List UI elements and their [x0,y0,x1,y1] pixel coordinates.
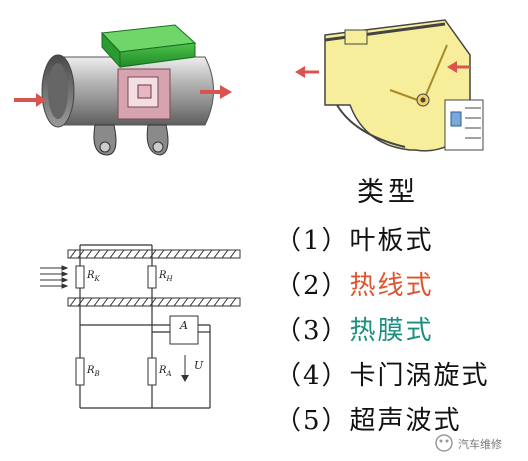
type-name: 热线式 [349,271,434,301]
vane-airflow-out-arrow [295,66,319,78]
type-name: 叶板式 [349,226,434,256]
label-rk: RK [87,270,100,283]
label-rh: RH [159,270,173,283]
label-ra: RA [159,365,172,378]
type-name: 热膜式 [349,316,434,346]
types-heading: 类型 [357,177,419,208]
type-item-1: （1）叶板式 [275,220,434,257]
type-number: （3） [275,316,350,346]
label-voltage-u: U [194,359,204,372]
type-name: 超声波式 [349,406,462,436]
type-number: （4） [275,361,350,391]
watermark-icon [435,434,453,452]
type-item-2: （2）热线式 [275,265,434,302]
vane-sensor-diagram [295,19,484,152]
watermark-text: 汽车维修 [458,438,502,451]
type-item-4: （4）卡门涡旋式 [275,355,490,392]
airflow-out-arrow [200,85,232,99]
type-number: （5） [275,406,350,436]
type-item-5: （5）超声波式 [275,400,462,437]
bridge-circuit-diagram [40,244,241,409]
vane-airflow-in-arrow [447,61,470,73]
label-rb: RB [87,365,100,378]
type-name: 卡门涡旋式 [349,361,490,391]
type-item-3: （3）热膜式 [275,310,434,347]
airflow-in-arrow [14,93,46,107]
type-number: （2） [275,271,350,301]
hot-film-sensor-illustration [14,24,232,156]
type-number: （1） [275,226,350,256]
label-amplifier: A [180,319,188,332]
